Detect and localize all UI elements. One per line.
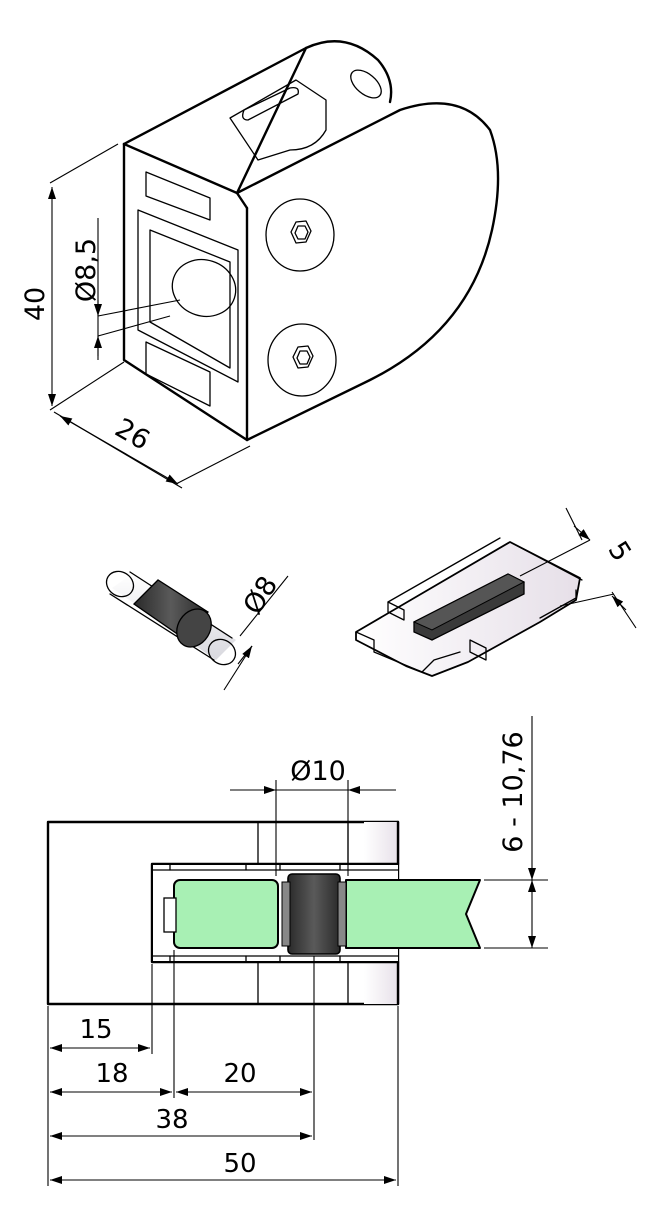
dim-pin-8: Ø8 [223, 571, 289, 691]
corner-edge [235, 191, 249, 210]
label-pin-diameter: Ø10 [290, 756, 346, 787]
glass-pad-left [173, 879, 279, 949]
cavity-outline [150, 862, 400, 964]
pin-left-end [105, 570, 135, 598]
top-left-edge [122, 142, 239, 195]
section-view: Ø10 6 - 10,76 15 18 20 38 50 [46, 716, 548, 1186]
rounded-right-face [235, 102, 500, 442]
front-face [122, 142, 249, 442]
label-18: 18 [95, 1059, 128, 1089]
pin-right-end [207, 638, 237, 666]
pin-detail: Ø8 [105, 570, 289, 691]
lower-slot [145, 341, 211, 407]
label-15: 15 [79, 1015, 112, 1045]
label-40: 40 [20, 287, 51, 321]
insert-pad-detail: 5 [355, 507, 637, 677]
label-38: 38 [155, 1105, 188, 1135]
screw-upper [265, 198, 335, 272]
label-50: 50 [223, 1149, 256, 1179]
label-20: 20 [223, 1059, 256, 1089]
dim-chain: 15 18 20 38 50 [47, 950, 399, 1186]
top-slot-hole [350, 69, 382, 99]
dim-bore-8-5: Ø8,5 [71, 218, 181, 360]
label-bore: Ø8,5 [71, 238, 102, 302]
screw-lower [267, 323, 337, 397]
label-glass-range: 6 - 10,76 [498, 731, 529, 852]
glass-pane [345, 879, 481, 949]
clamp-isometric-view: 40 Ø8,5 26 [20, 40, 500, 489]
dim-glass-range: 6 - 10,76 [484, 716, 548, 949]
label-insert: 5 [602, 536, 637, 567]
middle-opening [137, 209, 239, 383]
bore-hole [171, 258, 237, 318]
upper-slot [145, 171, 211, 221]
dim-pin-diameter-10: Ø10 [230, 756, 396, 876]
dim-height-40: 40 [20, 143, 125, 411]
label-pin: Ø8 [237, 571, 284, 620]
top-back-edge [122, 46, 308, 146]
label-26: 26 [110, 413, 155, 457]
rubber-pin [287, 873, 341, 955]
top-slot-groove [242, 86, 299, 121]
middle-opening-inner [149, 229, 231, 369]
top-slot [229, 79, 327, 161]
back-cap-outline [235, 40, 393, 195]
